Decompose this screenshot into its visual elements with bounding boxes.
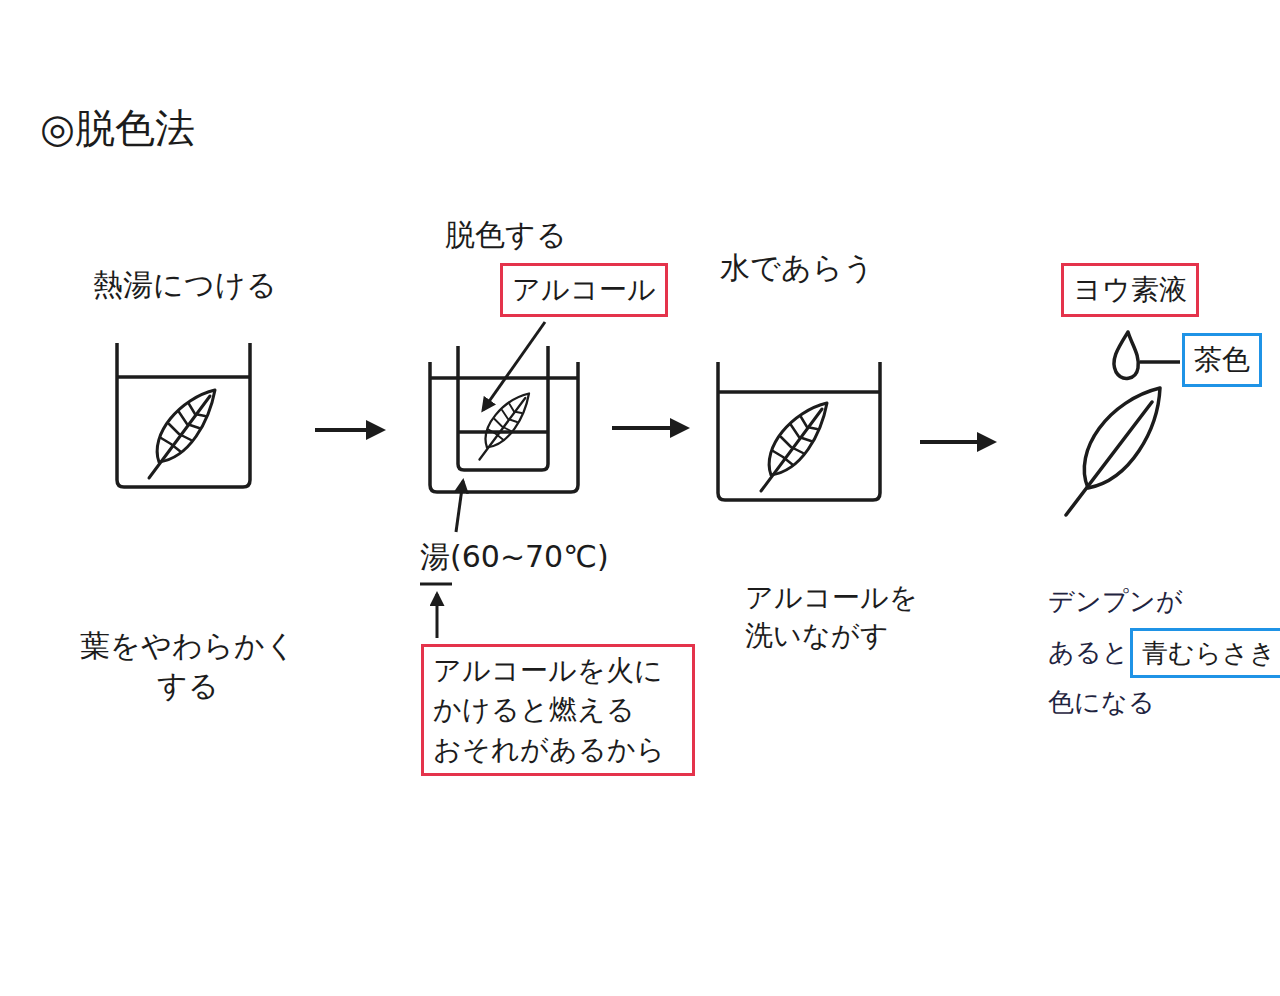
boxed-term: ヨウ素液 (1061, 263, 1199, 316)
beaker-double (430, 346, 578, 492)
note-label: デンプンが (1048, 584, 1183, 619)
note-label: 脱色する (445, 215, 567, 256)
leader-arrow (437, 322, 545, 638)
title: ◎脱色法 (40, 101, 195, 155)
box-text: アルコールを火に かけると燃える おそれがあるから (433, 651, 683, 769)
leaf (761, 403, 827, 491)
leaf (149, 390, 215, 478)
box-text: ヨウ素液 (1073, 270, 1187, 309)
beaker-water (718, 362, 880, 500)
leaf-large (1066, 388, 1160, 515)
arrow (315, 428, 993, 442)
boxed-term: アルコールを火に かけると燃える おそれがあるから (421, 644, 695, 776)
note-label: 熱湯につける (93, 265, 277, 306)
note-label: 水であらう (720, 248, 874, 289)
note-label: 葉をやわらかく する (68, 626, 308, 707)
box-text: 青むらさき (1142, 635, 1276, 671)
note-label: アルコールを 洗いながす (745, 579, 945, 655)
box-text: アルコール (512, 270, 656, 309)
dropper (1114, 332, 1180, 378)
beaker-hot-water (117, 343, 250, 487)
boxed-term: 茶色 (1182, 333, 1262, 386)
boxed-term: 青むらさき (1130, 628, 1280, 678)
note-label: 色になる (1048, 685, 1155, 720)
boxed-term: アルコール (500, 263, 668, 316)
box-text: 茶色 (1194, 340, 1250, 379)
note-label: 湯(60~70℃) (420, 537, 609, 578)
note-label: あると (1048, 635, 1129, 670)
underline (420, 583, 452, 586)
